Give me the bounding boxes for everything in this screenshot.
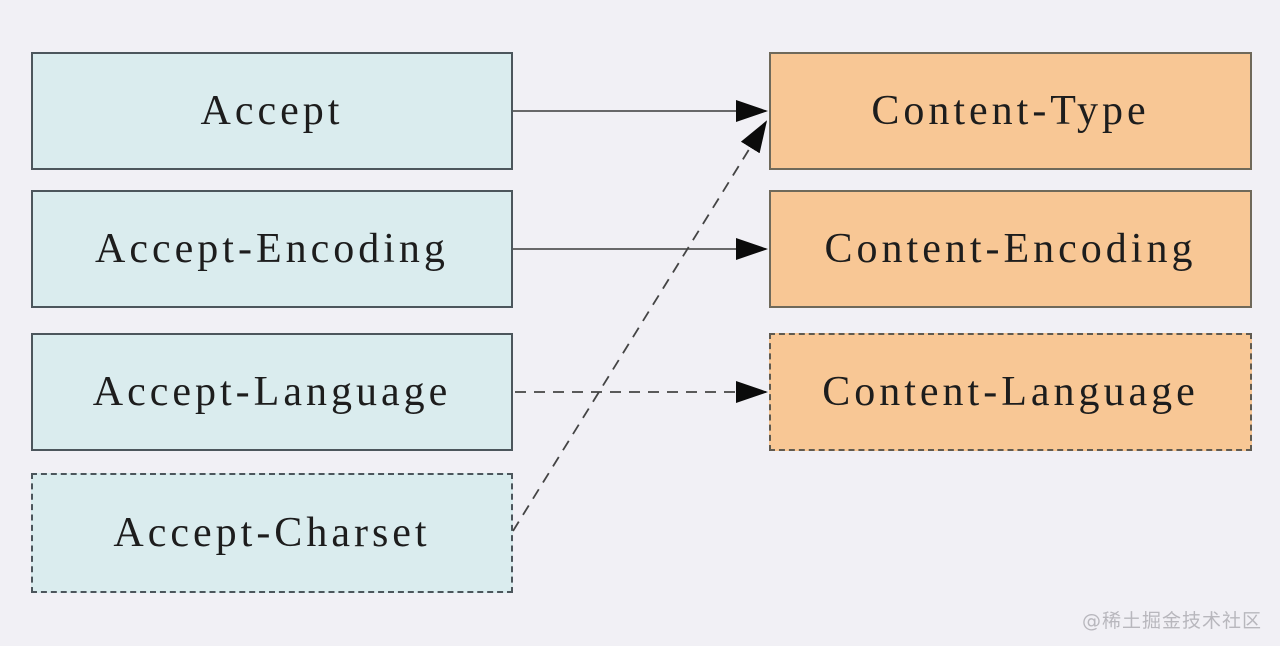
watermark-text: @稀土掘金技术社区 bbox=[1081, 610, 1262, 632]
request-header-box-accept-language: Accept-Language bbox=[31, 333, 513, 451]
box-label: Content-Encoding bbox=[824, 226, 1197, 272]
box-label: Accept bbox=[200, 88, 344, 134]
request-header-box-accept-encoding: Accept-Encoding bbox=[31, 190, 513, 308]
request-header-box-accept: Accept bbox=[31, 52, 513, 170]
box-label: Accept-Language bbox=[92, 369, 452, 415]
request-header-box-accept-charset: Accept-Charset bbox=[31, 473, 513, 593]
response-header-box-content-type: Content-Type bbox=[769, 52, 1252, 170]
box-label: Accept-Charset bbox=[113, 510, 431, 556]
box-label: Content-Language bbox=[822, 369, 1199, 415]
response-header-box-content-language: Content-Language bbox=[769, 333, 1252, 451]
arrow-accept-charset-to-content-type bbox=[512, 120, 768, 532]
response-header-box-content-encoding: Content-Encoding bbox=[769, 190, 1252, 308]
box-label: Accept-Encoding bbox=[95, 226, 449, 272]
box-label: Content-Type bbox=[871, 88, 1150, 134]
